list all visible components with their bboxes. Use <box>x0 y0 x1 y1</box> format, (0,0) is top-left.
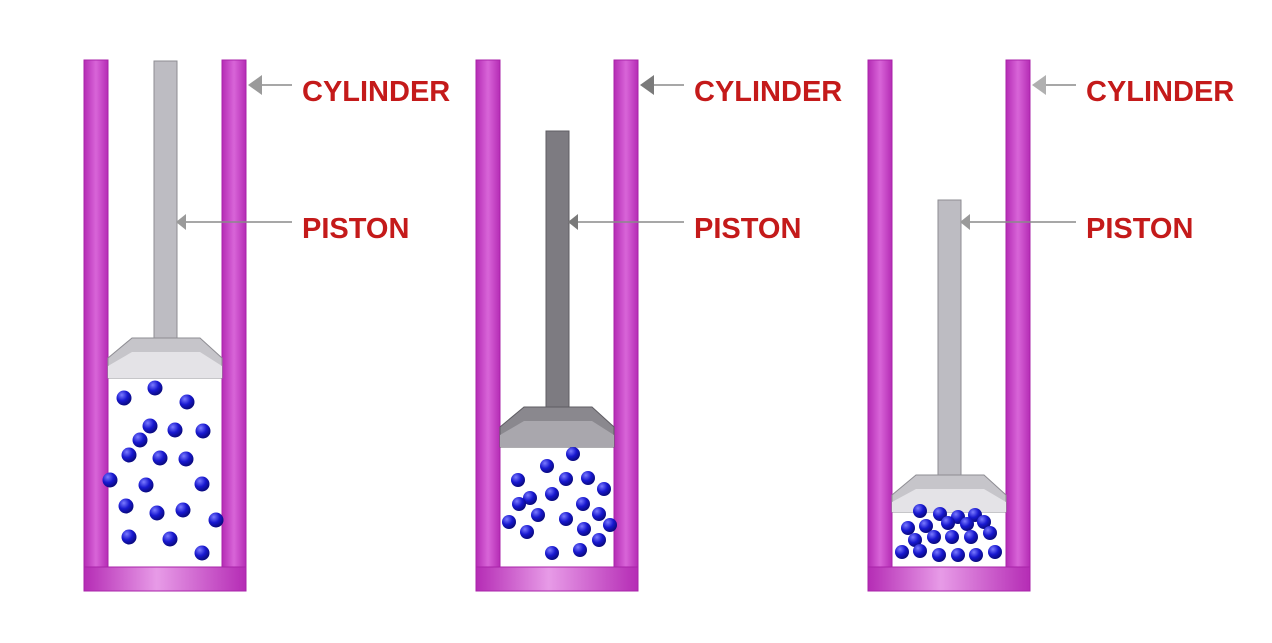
cylinder-label: CYLINDER <box>302 76 450 108</box>
gas-particle <box>592 507 606 521</box>
gas-particle <box>927 530 941 544</box>
gas-particle <box>945 530 959 544</box>
gas-particle <box>132 432 148 448</box>
piston-head-shade <box>500 421 614 447</box>
cylinder-left-wall <box>475 59 501 592</box>
piston-rod <box>937 199 962 476</box>
gas-particle <box>520 525 534 539</box>
gas-particle <box>523 491 537 505</box>
gas-particle <box>908 533 922 547</box>
cylinder-label: CYLINDER <box>694 76 842 108</box>
gas-particle <box>901 521 915 535</box>
cylinder-bottom <box>867 566 1031 592</box>
gas-particle <box>511 473 525 487</box>
cylinder-bottom <box>83 566 247 592</box>
gas-particle <box>149 505 165 521</box>
gas-particle <box>592 533 606 547</box>
cylinder-label: CYLINDER <box>1086 76 1234 108</box>
cylinder-left-wall <box>867 59 893 592</box>
gas-particle <box>175 502 191 518</box>
gas-particle <box>566 447 580 461</box>
piston-rod <box>545 130 570 408</box>
gas-particle <box>977 515 991 529</box>
panel-2: CYLINDER PISTON <box>475 59 842 592</box>
gas-particles <box>102 380 224 561</box>
gas-particle <box>559 512 573 526</box>
cylinder-right-wall <box>613 59 639 592</box>
gas-particle <box>138 477 154 493</box>
cylinder-right-wall <box>221 59 247 592</box>
gas-particle <box>969 548 983 562</box>
gas-particle <box>162 531 178 547</box>
gas-particle <box>512 497 526 511</box>
gas-particle <box>577 522 591 536</box>
gas-particle <box>531 508 545 522</box>
gas-particle <box>194 476 210 492</box>
gas-particles <box>895 504 1002 562</box>
gas-particle <box>597 482 611 496</box>
gas-particle <box>167 422 183 438</box>
gas-particle <box>941 516 955 530</box>
gas-particle <box>179 394 195 410</box>
gas-particle <box>933 507 947 521</box>
gas-particle <box>913 544 927 558</box>
piston-label: PISTON <box>1086 213 1193 245</box>
gas-particle <box>603 518 617 532</box>
gas-particle <box>932 548 946 562</box>
gas-particle <box>121 529 137 545</box>
panel-3: CYLINDER PISTON <box>867 59 1234 592</box>
cylinder-pointer-arrow <box>248 75 262 95</box>
gas-particle <box>545 487 559 501</box>
gas-particle <box>152 450 168 466</box>
gas-particle <box>573 543 587 557</box>
gas-particle <box>502 515 516 529</box>
gas-particle <box>195 423 211 439</box>
cylinder-right-wall <box>1005 59 1031 592</box>
gas-particle <box>194 545 210 561</box>
piston-label: PISTON <box>302 213 409 245</box>
gas-particles <box>502 447 617 560</box>
gas-particle <box>147 380 163 396</box>
gas-particle <box>540 459 554 473</box>
gas-particle <box>559 472 573 486</box>
piston-head-shade <box>108 352 222 378</box>
piston-label: PISTON <box>694 213 801 245</box>
gas-particle <box>951 548 965 562</box>
piston-rod <box>153 60 178 339</box>
cylinder-left-wall <box>83 59 109 592</box>
gas-particle <box>960 517 974 531</box>
cylinder-pointer-arrow <box>640 75 654 95</box>
gas-particle <box>581 471 595 485</box>
gas-particle <box>116 390 132 406</box>
panel-1: CYLINDER PISTON <box>83 59 450 592</box>
gas-particle <box>208 512 224 528</box>
gas-particle <box>983 526 997 540</box>
gas-particle <box>964 530 978 544</box>
gas-particle <box>142 418 158 434</box>
gas-particle <box>988 545 1002 559</box>
gas-particle <box>913 504 927 518</box>
piston-pointer-arrow <box>568 214 578 230</box>
piston-pointer-arrow <box>960 214 970 230</box>
gas-particle <box>178 451 194 467</box>
cylinder-pointer-arrow <box>1032 75 1046 95</box>
gas-particle <box>121 447 137 463</box>
gas-particle <box>102 472 118 488</box>
gas-particle <box>919 519 933 533</box>
piston-pointer-arrow <box>176 214 186 230</box>
gas-particle <box>895 545 909 559</box>
gas-particle <box>576 497 590 511</box>
gas-particle <box>118 498 134 514</box>
gas-particle <box>545 546 559 560</box>
cylinder-bottom <box>475 566 639 592</box>
